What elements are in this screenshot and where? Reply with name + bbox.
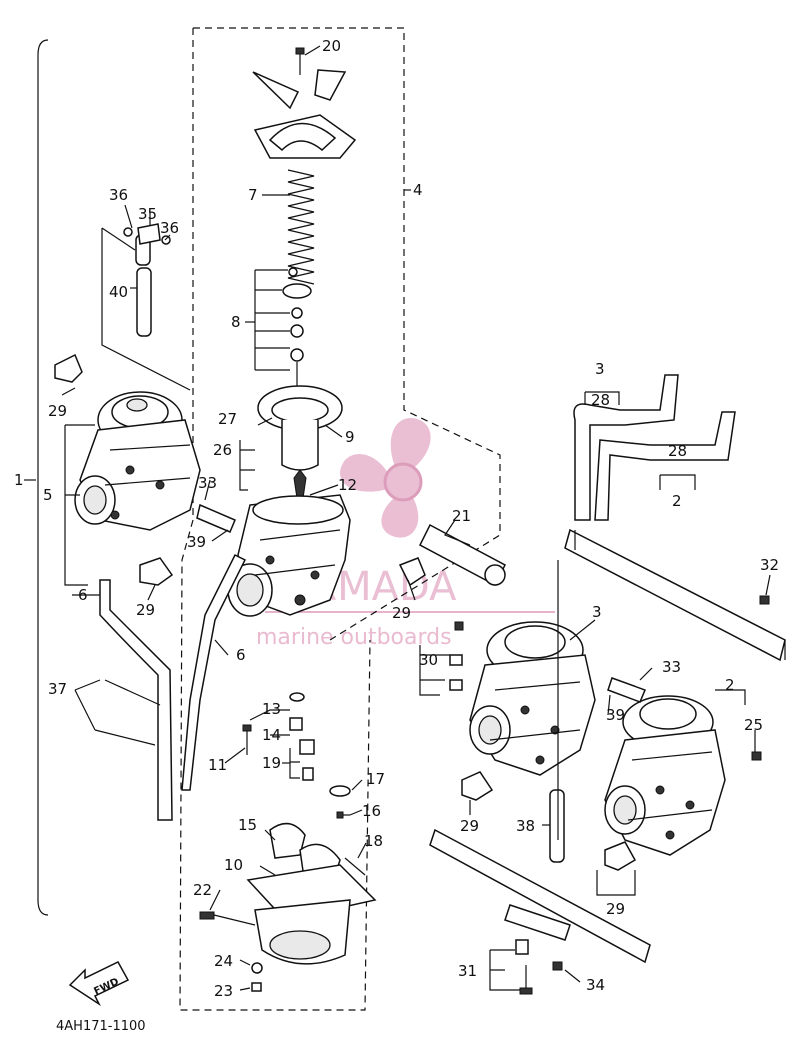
carburetor-right-2 [604, 695, 726, 856]
callout-29: 29 [48, 402, 67, 420]
callout-15: 15 [238, 816, 257, 834]
callout-21: 21 [452, 507, 471, 525]
callout-14: 14 [262, 726, 281, 744]
callout-36-b: 36 [160, 219, 179, 237]
callout-18: 18 [364, 832, 383, 850]
callout-31: 31 [458, 962, 477, 980]
callout-3-top: 3 [595, 360, 605, 378]
callout-17: 17 [366, 770, 385, 788]
callout-7: 7 [248, 186, 258, 204]
float-bowl-parts [199, 822, 377, 992]
callout-12: 12 [338, 476, 357, 494]
callout-36: 36 [109, 186, 128, 204]
callout-11: 11 [208, 756, 227, 774]
watermark-logo [340, 418, 431, 538]
callout-33: 33 [198, 474, 217, 492]
carburetor-left [74, 391, 201, 531]
callout-29-e: 29 [606, 900, 625, 918]
callout-28-b: 28 [668, 442, 687, 460]
callout-2-b: 2 [725, 676, 735, 694]
forward-arrow-icon: FWD [68, 961, 130, 1007]
callout-39: 39 [187, 533, 206, 551]
callout-38: 38 [516, 817, 535, 835]
brackets [429, 528, 786, 964]
callout-2: 2 [672, 492, 682, 510]
callout-33-b: 33 [662, 658, 681, 676]
watermark-tagline: marine outboards [256, 625, 452, 650]
callout-8: 8 [231, 313, 241, 331]
callout-9: 9 [345, 428, 355, 446]
callout-19: 19 [262, 754, 281, 772]
callout-5: 5 [43, 486, 53, 504]
callout-28: 28 [591, 391, 610, 409]
callout-26: 26 [213, 441, 232, 459]
diagram-code: 4AH171-1100 [56, 1019, 146, 1034]
callout-35: 35 [138, 205, 157, 223]
callout-3: 3 [592, 603, 602, 621]
callout-29-d: 29 [460, 817, 479, 835]
callout-labels: 20 7 4 8 9 27 26 12 33 39 36 35 36 40 29… [14, 37, 779, 1000]
callout-10: 10 [224, 856, 243, 874]
callout-6: 6 [78, 586, 88, 604]
carburetor-right-3 [469, 621, 596, 776]
callout-40: 40 [109, 283, 128, 301]
callout-27: 27 [218, 410, 237, 428]
callout-22: 22 [193, 881, 212, 899]
callout-29-b: 29 [136, 601, 155, 619]
callout-1: 1 [14, 471, 24, 489]
callout-30: 30 [419, 651, 438, 669]
callout-20: 20 [322, 37, 341, 55]
callout-23: 23 [214, 982, 233, 1000]
callout-34: 34 [586, 976, 605, 994]
carburetor-body-center [227, 494, 351, 617]
leader-lines [24, 45, 771, 991]
callout-29-c: 29 [392, 604, 411, 622]
hoses [99, 234, 736, 863]
spring-part [287, 169, 315, 285]
needle-parts [254, 267, 312, 400]
callout-13: 13 [262, 700, 281, 718]
callout-4: 4 [413, 181, 423, 199]
callout-16: 16 [362, 802, 381, 820]
callout-25: 25 [744, 716, 763, 734]
fittings [54, 223, 770, 995]
assembly-bracket [37, 39, 49, 916]
assembly-4-box [179, 27, 501, 1011]
callout-37: 37 [48, 680, 67, 698]
diaphragm-cover-part [252, 47, 357, 159]
callout-32: 32 [760, 556, 779, 574]
callout-39-b: 39 [606, 706, 625, 724]
callout-6-b: 6 [236, 646, 246, 664]
callout-24: 24 [214, 952, 233, 970]
small-parts [242, 692, 366, 876]
